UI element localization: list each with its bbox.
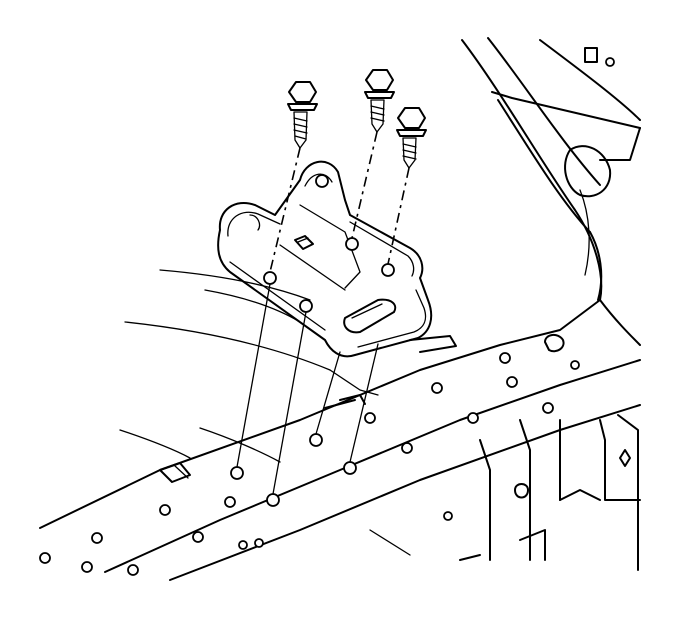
bolt-alignment-lines (269, 131, 410, 273)
frame-holes (39, 352, 580, 576)
background-surfaces (119, 269, 411, 556)
bolt-middle (364, 69, 395, 133)
mounting-bracket (217, 160, 433, 358)
lower-structure (459, 414, 641, 571)
bolt-left (287, 81, 318, 149)
side-panel (461, 37, 641, 301)
frame-alignment-lines (236, 283, 379, 495)
bolt-right (396, 107, 427, 169)
